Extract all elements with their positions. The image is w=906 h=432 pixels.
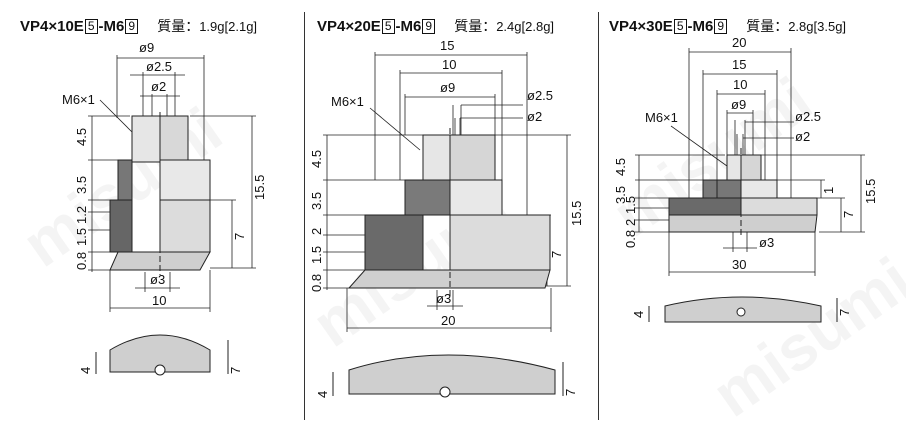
dim-v3: 1.2	[74, 206, 89, 224]
dim-d5: ø2	[795, 129, 810, 144]
dim-v3: 1.5	[623, 196, 638, 214]
dim-h1: 15.5	[569, 201, 584, 226]
dim-v2: 3.5	[74, 176, 89, 194]
dim-h1: 15.5	[252, 175, 267, 200]
dim-s1: 4	[631, 311, 646, 318]
dim-v4: 1.5	[309, 246, 324, 264]
dim-h2: 7	[232, 233, 247, 240]
divider	[304, 12, 305, 420]
dim-d0: 20	[732, 35, 746, 50]
dim-d3: ø9	[731, 97, 746, 112]
model-mid: -M6	[98, 18, 125, 35]
dim-v6: 0.8	[74, 252, 89, 270]
dim-s2: 7	[228, 367, 243, 374]
dim-v6: 1	[821, 187, 836, 194]
dim-d4: ø2.5	[795, 109, 821, 124]
dim-d6: ø3	[759, 235, 774, 250]
dim-w: 30	[732, 257, 746, 272]
model-box-a: 5	[84, 19, 98, 34]
model-box-a: 5	[673, 19, 687, 34]
dim-s1: 4	[315, 391, 330, 398]
dim-d4: ø2	[527, 109, 542, 124]
dim-s2: 7	[837, 309, 852, 316]
dim-d1: 15	[732, 57, 746, 72]
dim-v5: 0.8	[623, 230, 638, 248]
dim-d2: ø2.5	[146, 59, 172, 74]
dim-v1: 4.5	[309, 150, 324, 168]
dim-d3: ø2	[151, 79, 166, 94]
dim-h1: 15.5	[863, 179, 878, 204]
model-box-b: 9	[714, 19, 728, 34]
dim-v2: 3.5	[309, 192, 324, 210]
dim-s1: 4	[78, 367, 93, 374]
dim-d1: ø9	[139, 40, 154, 55]
weight-label: 質量：	[157, 18, 200, 34]
dim-d2: ø9	[440, 80, 455, 95]
thread-label: M6×1	[331, 94, 364, 109]
model-box-b: 9	[125, 19, 139, 34]
dim-v4: 2	[623, 219, 638, 226]
model-prefix: VP4×10E	[20, 18, 84, 35]
model-mid: -M6	[687, 18, 714, 35]
dim-v3: 2	[309, 228, 324, 235]
thread-label: M6×1	[62, 92, 95, 107]
model-box-a: 5	[381, 19, 395, 34]
dim-d1: 10	[442, 57, 456, 72]
weight-value: 1.9g[2.1g]	[199, 19, 258, 34]
drawing-vp4x20: 15 10 ø9 ø2.5 ø2 M6×1 4.5 3.5 2 1.5 0.8 …	[309, 38, 584, 398]
dim-h2: 7	[841, 211, 856, 218]
dim-v4: 1.5	[74, 228, 89, 246]
thread-label: M6×1	[645, 110, 678, 125]
dim-w: 10	[152, 293, 166, 308]
dim-w: 20	[441, 313, 455, 328]
weight-label: 質量：	[454, 18, 497, 34]
drawing-vp4x10: ø9 ø2.5 ø2 M6×1 4.5 3.5 1.2 1.5 0.8 15.5…	[62, 40, 267, 376]
model-mid: -M6	[395, 18, 422, 35]
divider	[598, 12, 599, 420]
weight-value: 2.4g[2.8g]	[496, 19, 555, 34]
dim-d2: 10	[733, 77, 747, 92]
dim-d3: ø2.5	[527, 88, 553, 103]
weight-label: 質量：	[746, 18, 789, 34]
dim-v1: 4.5	[74, 128, 89, 146]
model-box-b: 9	[422, 19, 436, 34]
dim-v1: 4.5	[613, 158, 628, 176]
dim-v2: 3.5	[613, 186, 628, 204]
dim-d0: 15	[440, 38, 454, 53]
weight-value: 2.8g[3.5g]	[788, 19, 847, 34]
dim-s2: 7	[563, 389, 578, 396]
drawing-vp4x30: 20 15 10 ø9 ø2.5 ø2 M6×1 4.5 3.5 1.5 2 0…	[613, 35, 878, 323]
model-prefix: VP4×20E	[317, 18, 381, 35]
model-prefix: VP4×30E	[609, 18, 673, 35]
dim-d4: ø3	[150, 272, 165, 287]
dim-h2: 7	[549, 251, 564, 258]
dim-v5: 0.8	[309, 274, 324, 292]
dim-d5: ø3	[436, 291, 451, 306]
